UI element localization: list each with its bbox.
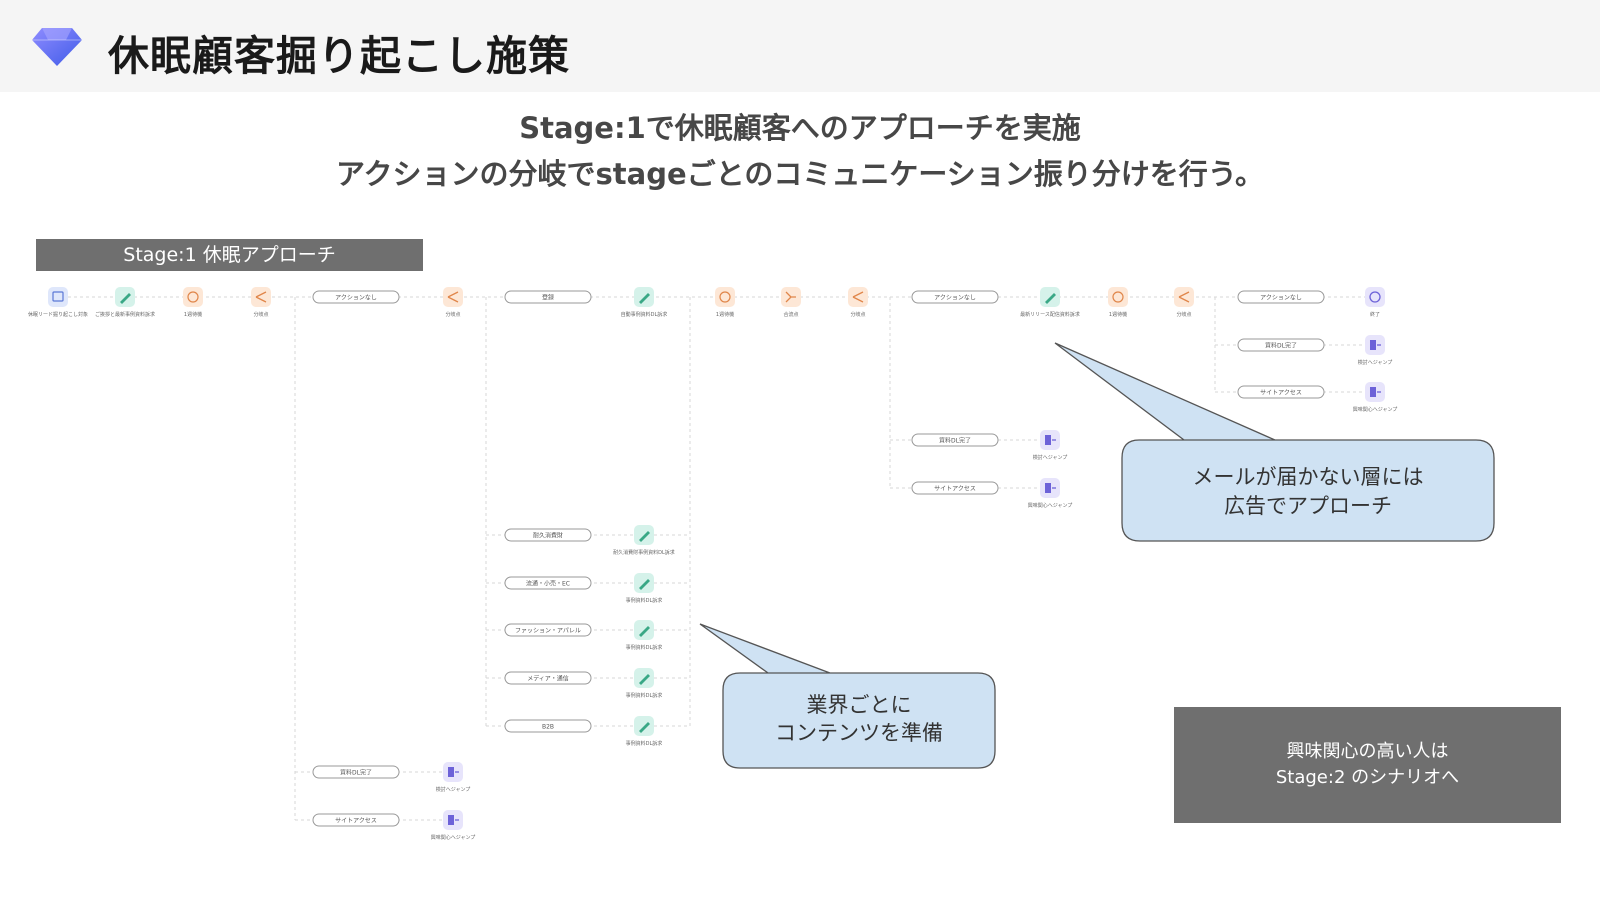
branch-pill: 資料DL完了 <box>911 433 999 447</box>
svg-text:広告でアプローチ: 広告でアプローチ <box>1224 494 1392 518</box>
svg-text:1週待機: 1週待機 <box>184 311 202 318</box>
jump-node-icon: 検討へジャンプ <box>436 762 471 793</box>
svg-text:1週待機: 1週待機 <box>716 311 734 318</box>
email-node-icon: 事例資料DL訴求 <box>626 668 663 699</box>
subtitle-line-2: アクションの分岐でstageごとのコミュニケーション振り分けを行う。 <box>335 157 1265 191</box>
svg-text:業界ごとに: 業界ごとに <box>807 693 912 717</box>
svg-text:登録: 登録 <box>542 294 554 302</box>
email-node-icon: 自動事例資料DL訴求 <box>621 287 668 318</box>
branch-pill: 資料DL完了 <box>1237 338 1325 352</box>
svg-text:メディア・通信: メディア・通信 <box>527 675 569 683</box>
svg-text:ご挨拶と最新事例資料訴求: ご挨拶と最新事例資料訴求 <box>95 311 155 318</box>
svg-text:興味関心へジャンプ: 興味関心へジャンプ <box>431 834 476 841</box>
branch-pill: ファッション・アパレル <box>504 623 592 637</box>
branch-pill: アクションなし <box>1237 290 1325 304</box>
jump-node-icon: 興味関心へジャンプ <box>1028 478 1073 509</box>
email-node-icon: 耐久消費財事例資料DL訴求 <box>613 525 675 556</box>
svg-text:サイトアクセス: サイトアクセス <box>1260 390 1302 397</box>
svg-text:興味関心へジャンプ: 興味関心へジャンプ <box>1353 406 1398 413</box>
wait-node-icon: 1週待機 <box>715 287 735 318</box>
branch-pill: メディア・通信 <box>504 671 592 685</box>
svg-text:分岐点: 分岐点 <box>445 311 460 318</box>
svg-text:アクションなし: アクションなし <box>934 295 976 302</box>
branch-pill: サイトアクセス <box>1237 385 1325 399</box>
wait-node-icon: 1週待機 <box>183 287 203 318</box>
stage2-info-box: 興味関心の高い人は Stage:2 のシナリオへ <box>1174 707 1561 823</box>
svg-text:ファッション・アパレル: ファッション・アパレル <box>515 628 581 635</box>
svg-text:事例資料DL訴求: 事例資料DL訴求 <box>626 597 663 604</box>
branch-pill: 登録 <box>504 290 592 304</box>
end-node-icon: 終了 <box>1365 287 1385 318</box>
info-box-line-1: 興味関心の高い人は <box>1286 741 1449 762</box>
svg-text:コンテンツを準備: コンテンツを準備 <box>775 721 943 745</box>
email-node-icon: 事例資料DL訴求 <box>626 573 663 604</box>
svg-text:合流点: 合流点 <box>783 311 798 318</box>
svg-text:検討へジャンプ: 検討へジャンプ <box>436 786 471 793</box>
svg-text:資料DL完了: 資料DL完了 <box>939 437 971 445</box>
email-node-icon: ご挨拶と最新事例資料訴求 <box>95 287 155 318</box>
svg-text:休眠リード掘り起こし対象: 休眠リード掘り起こし対象 <box>28 311 88 318</box>
svg-text:サイトアクセス: サイトアクセス <box>934 486 976 493</box>
email-node-icon: 事例資料DL訴求 <box>626 620 663 651</box>
svg-text:自動事例資料DL訴求: 自動事例資料DL訴求 <box>621 311 668 318</box>
svg-text:サイトアクセス: サイトアクセス <box>335 818 377 825</box>
svg-text:事例資料DL訴求: 事例資料DL訴求 <box>626 644 663 651</box>
svg-text:検討へジャンプ: 検討へジャンプ <box>1033 454 1068 461</box>
svg-text:B2B: B2B <box>542 724 554 731</box>
svg-text:流通・小売・EC: 流通・小売・EC <box>526 580 570 588</box>
jump-node-icon: 興味関心へジャンプ <box>1353 382 1398 413</box>
jump-node-icon: 検討へジャンプ <box>1358 335 1393 366</box>
branch-node-icon: 分岐点 <box>1174 287 1194 318</box>
svg-text:事例資料DL訴求: 事例資料DL訴求 <box>626 740 663 747</box>
merge-node-icon: 合流点 <box>781 287 801 318</box>
subtitle-line-1: Stage:1で休眠顧客へのアプローチを実施 <box>519 111 1081 145</box>
callout-ad-approach: メールが届かない層には 広告でアプローチ <box>1054 342 1495 542</box>
svg-text:最新リリース配信資料訴求: 最新リリース配信資料訴求 <box>1020 311 1080 318</box>
branch-pill: サイトアクセス <box>312 813 400 827</box>
email-node-icon: 事例資料DL訴求 <box>626 716 663 747</box>
svg-text:耐久消費財事例資料DL訴求: 耐久消費財事例資料DL訴求 <box>613 549 675 556</box>
page-title: 休眠顧客掘り起こし施策 <box>108 32 570 80</box>
stage-label: Stage:1 休眠アプローチ <box>36 239 423 271</box>
svg-text:終了: 終了 <box>1370 311 1380 318</box>
branch-pill: 資料DL完了 <box>312 765 400 779</box>
branch-node-icon: 分岐点 <box>251 287 271 318</box>
svg-text:興味関心へジャンプ: 興味関心へジャンプ <box>1028 502 1073 509</box>
svg-text:検討へジャンプ: 検討へジャンプ <box>1358 359 1393 366</box>
branch-pill: アクションなし <box>312 290 400 304</box>
branch-pill: サイトアクセス <box>911 481 999 495</box>
branch-node-icon: 分岐点 <box>848 287 868 318</box>
branch-pill: アクションなし <box>911 290 999 304</box>
svg-text:事例資料DL訴求: 事例資料DL訴求 <box>626 692 663 699</box>
svg-text:資料DL完了: 資料DL完了 <box>340 769 372 777</box>
svg-text:アクションなし: アクションなし <box>1260 295 1302 302</box>
jump-node-icon: 興味関心へジャンプ <box>431 810 476 841</box>
gem-icon <box>32 28 82 66</box>
svg-text:耐久消費財: 耐久消費財 <box>533 532 563 540</box>
branch-pill: B2B <box>504 719 592 733</box>
svg-text:1週待機: 1週待機 <box>1109 311 1127 318</box>
branch-pill: 流通・小売・EC <box>504 576 592 590</box>
branch-node-icon: 分岐点 <box>443 287 463 318</box>
wait-node-icon: 1週待機 <box>1108 287 1128 318</box>
svg-text:メールが届かない層には: メールが届かない層には <box>1193 465 1424 489</box>
page-header: 休眠顧客掘り起こし施策 <box>0 0 1600 92</box>
start-node-icon: 休眠リード掘り起こし対象 <box>28 287 88 318</box>
svg-text:分岐点: 分岐点 <box>253 311 268 318</box>
callout-industry-content: 業界ごとに コンテンツを準備 <box>699 623 996 769</box>
jump-node-icon: 検討へジャンプ <box>1033 430 1068 461</box>
svg-text:アクションなし: アクションなし <box>335 295 377 302</box>
branch-pill: 耐久消費財 <box>504 528 592 542</box>
email-node-icon: 最新リリース配信資料訴求 <box>1020 287 1080 318</box>
info-box-line-2: Stage:2 のシナリオへ <box>1275 767 1460 788</box>
svg-text:分岐点: 分岐点 <box>1176 311 1191 318</box>
svg-text:資料DL完了: 資料DL完了 <box>1265 342 1297 350</box>
svg-text:分岐点: 分岐点 <box>850 311 865 318</box>
